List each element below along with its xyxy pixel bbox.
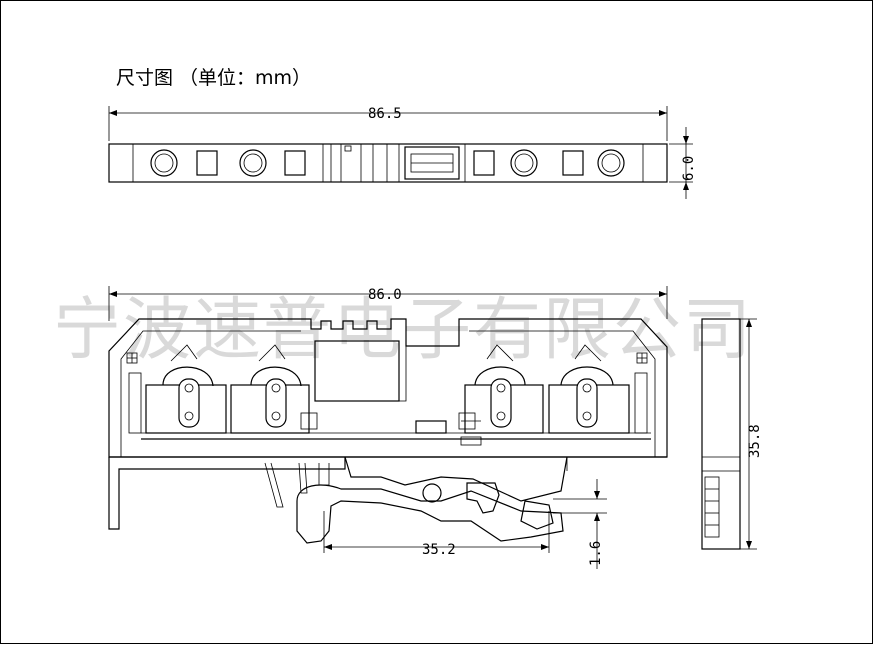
dim-rail-thickness: 1.6	[588, 541, 604, 566]
terminal-left-inner	[230, 344, 318, 434]
side-view: 35.8	[701, 318, 763, 550]
terminal-right-inner	[458, 344, 544, 434]
terminal-right-outer	[548, 344, 648, 434]
dim-side-height: 35.8	[747, 424, 763, 458]
drawing-title: 尺寸图 （单位：mm）	[116, 67, 312, 89]
dim-top-height: 6.0	[681, 156, 697, 181]
front-view: 86.0	[108, 286, 668, 569]
terminal-left-outer	[128, 344, 227, 434]
dim-front-width: 86.0	[368, 287, 402, 303]
top-view: 86.5	[108, 106, 697, 199]
dim-rail-width: 35.2	[422, 542, 456, 558]
dim-top-width: 86.5	[368, 106, 402, 122]
watermark-text: 宁波速普电子有限公司	[53, 291, 753, 370]
